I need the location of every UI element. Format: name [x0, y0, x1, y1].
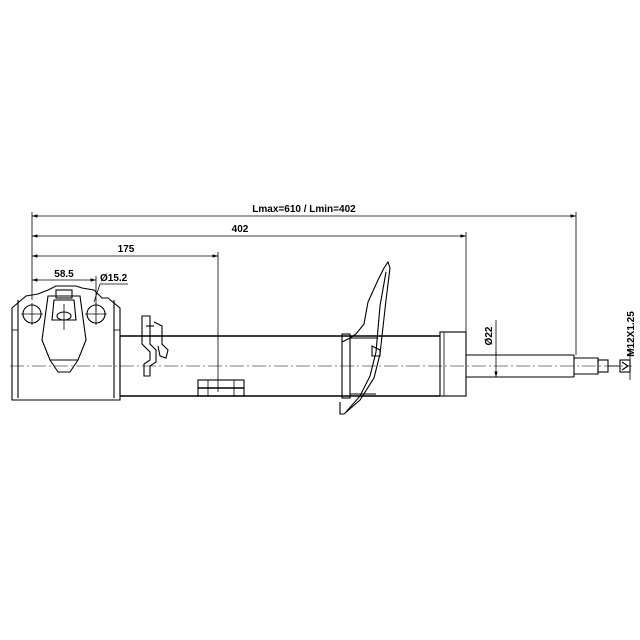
- cylinder-body: [119, 335, 440, 397]
- mounting-bracket: [11, 285, 121, 401]
- reference-band: [197, 379, 245, 397]
- bolt-spacing-label: 58.5: [54, 269, 74, 280]
- dimension-bolt-hole: Ø15.2: [93, 273, 128, 303]
- bolt-hole-label: Ø15.2: [100, 273, 128, 284]
- body-length-label: 402: [232, 224, 249, 235]
- dimension-body-length: 402: [32, 224, 467, 338]
- spring-seat: [339, 260, 391, 415]
- piston-rod: [466, 354, 631, 378]
- overall-length-label: Lmax=610 / Lmin=402: [252, 204, 356, 215]
- bracket-to-mark-label: 175: [118, 244, 135, 255]
- hose-bracket: [141, 315, 169, 377]
- rod-diameter-label: Ø22: [484, 326, 495, 345]
- dimension-thread: M12X1.25: [626, 311, 637, 380]
- dimension-bracket-to-mark: 175: [32, 244, 219, 392]
- thread-label: M12X1.25: [626, 311, 637, 357]
- dimension-rod-diameter: Ø22: [484, 320, 498, 377]
- cylinder-cap: [439, 331, 467, 397]
